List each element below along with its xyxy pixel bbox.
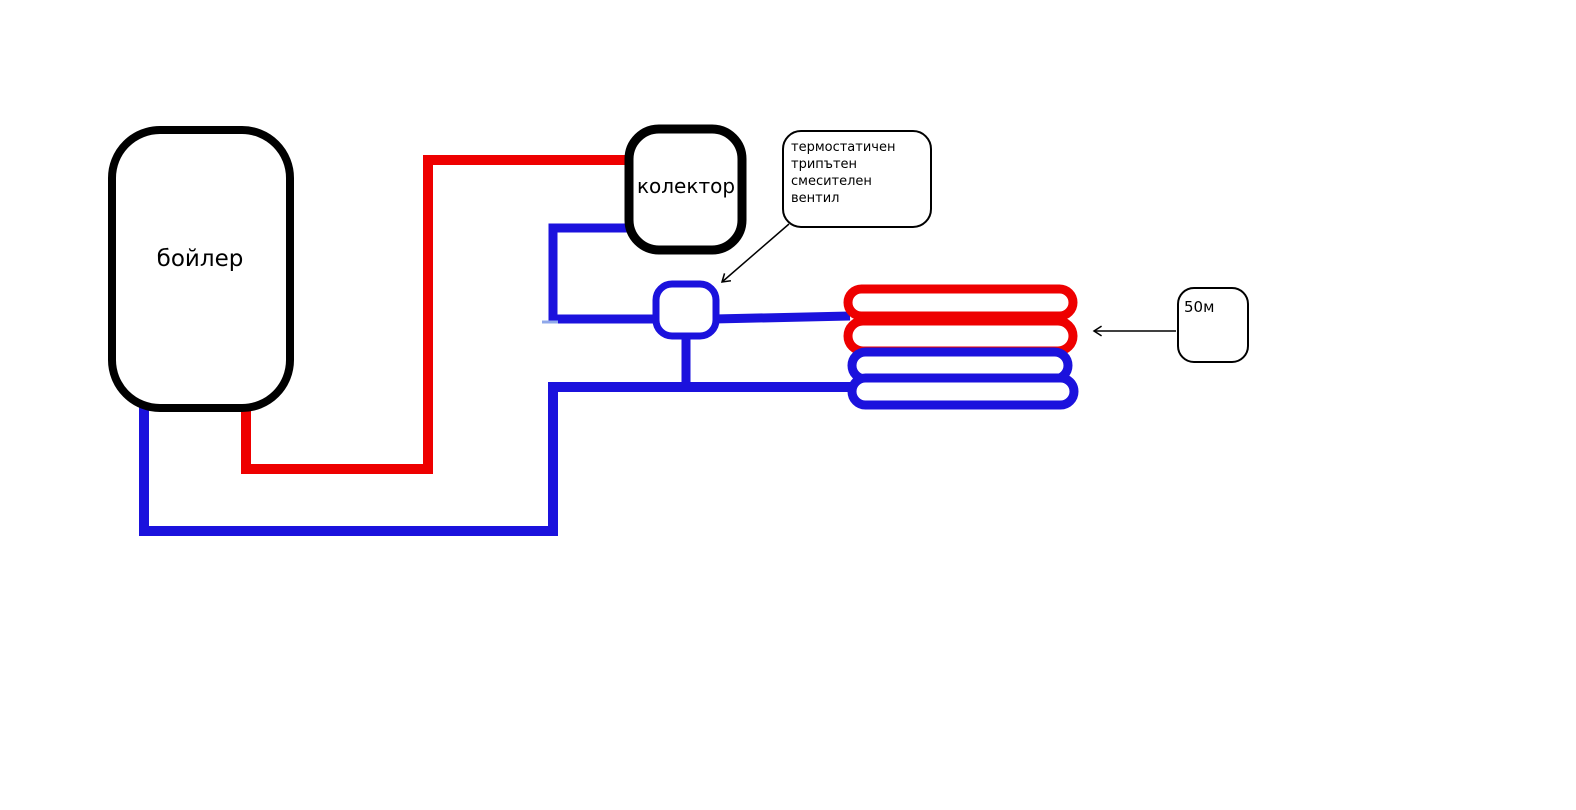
collector-outline: [624, 124, 747, 255]
mixing-valve: [652, 280, 720, 340]
floor-loop-cold-2: [847, 373, 1079, 410]
hot-supply-pipe: [241, 155, 633, 474]
collector-to-valve-pipe: [548, 223, 658, 324]
length-callout-box: [1177, 287, 1249, 363]
boiler-outline: [108, 126, 294, 412]
cold-return-pipe: [139, 382, 856, 536]
floor-loop-hot-2: [843, 316, 1078, 356]
valve-to-loop-pipe: [713, 311, 851, 324]
valve-note-bubble: [782, 130, 932, 228]
bubble-to-valve-arrow: [720, 223, 790, 283]
floor-loop-hot-1: [843, 284, 1078, 321]
